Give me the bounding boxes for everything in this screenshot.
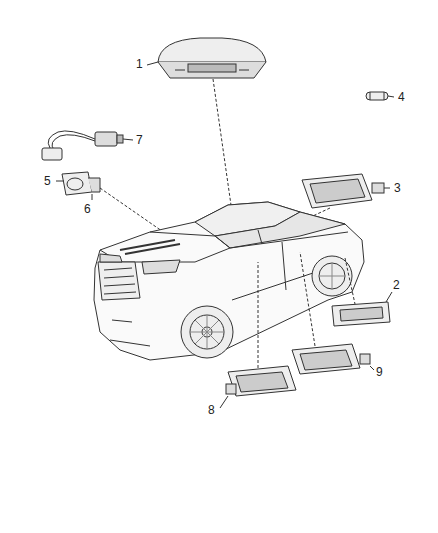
callout-number: 3 [394, 182, 401, 194]
callout-number: 6 [84, 203, 91, 215]
bulb [366, 92, 388, 100]
license-lamp [332, 302, 390, 326]
switch-harness [42, 131, 123, 160]
callout-number: 9 [376, 366, 383, 378]
callout-number: 4 [398, 91, 405, 103]
courtesy-lamp [302, 174, 384, 208]
overhead-console [158, 38, 266, 78]
lamp-housing [62, 172, 100, 195]
callout-number: 7 [136, 134, 143, 146]
door-lamp [226, 366, 296, 396]
callout-number: 2 [393, 279, 400, 291]
callout-number: 1 [136, 58, 143, 70]
sedan-car [94, 202, 364, 360]
callout-number: 8 [208, 404, 215, 416]
callout-number: 5 [44, 175, 51, 187]
door-lamp [292, 344, 370, 374]
